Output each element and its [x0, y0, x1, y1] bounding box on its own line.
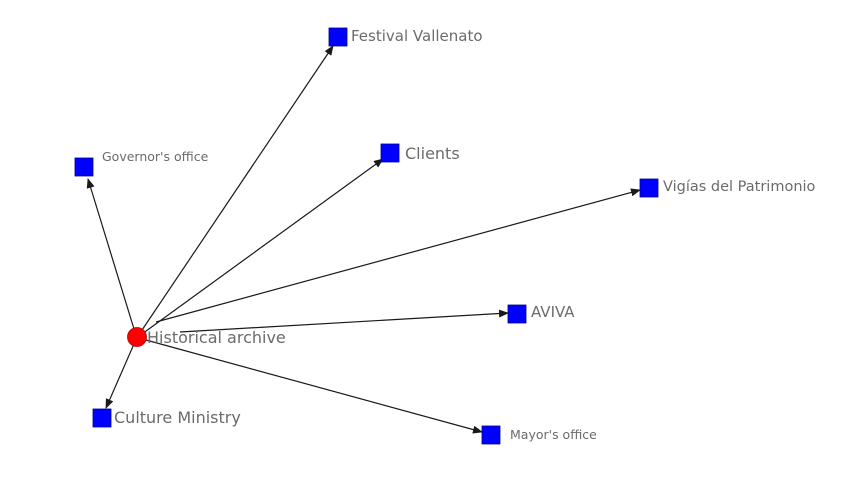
- edges: [86, 45, 641, 434]
- node-governors-office[interactable]: Governor's office: [74, 149, 209, 177]
- node-label: Culture Ministry: [114, 408, 241, 427]
- edge-to-festival-vallenato: [137, 45, 334, 337]
- node-clients[interactable]: Clients: [380, 143, 460, 163]
- center-node[interactable]: Historical archive: [127, 327, 286, 348]
- edge-to-aviva: [179, 309, 509, 333]
- center-node-label: Historical archive: [147, 328, 286, 347]
- edge-to-mayors-office: [145, 339, 483, 434]
- node-festival-vallenato[interactable]: Festival Vallenato: [328, 27, 483, 47]
- node-square: [481, 425, 501, 445]
- edge-to-clients: [141, 158, 384, 335]
- node-mayors-office[interactable]: Mayor's office: [481, 425, 597, 445]
- node-label: Clients: [405, 144, 460, 163]
- node-square: [92, 408, 112, 428]
- node-square: [328, 27, 348, 47]
- node-label: Mayor's office: [510, 427, 597, 442]
- edge-to-culture-ministry: [105, 343, 135, 409]
- node-square: [507, 304, 527, 324]
- node-square: [74, 157, 94, 177]
- node-aviva[interactable]: AVIVA: [507, 303, 575, 324]
- node-label: Governor's office: [102, 149, 209, 164]
- node-vigias-del-patrimonio[interactable]: Vigías del Patrimonio: [639, 178, 816, 198]
- node-label: AVIVA: [531, 303, 575, 321]
- edge-to-governors-office: [86, 178, 135, 330]
- edge-to-vigias-del-patrimonio: [155, 188, 641, 323]
- center-node-circle: [127, 327, 147, 347]
- node-culture-ministry[interactable]: Culture Ministry: [92, 408, 241, 428]
- node-square: [639, 178, 659, 198]
- node-label: Vigías del Patrimonio: [663, 179, 816, 195]
- node-label: Festival Vallenato: [351, 27, 483, 45]
- node-square: [380, 143, 400, 163]
